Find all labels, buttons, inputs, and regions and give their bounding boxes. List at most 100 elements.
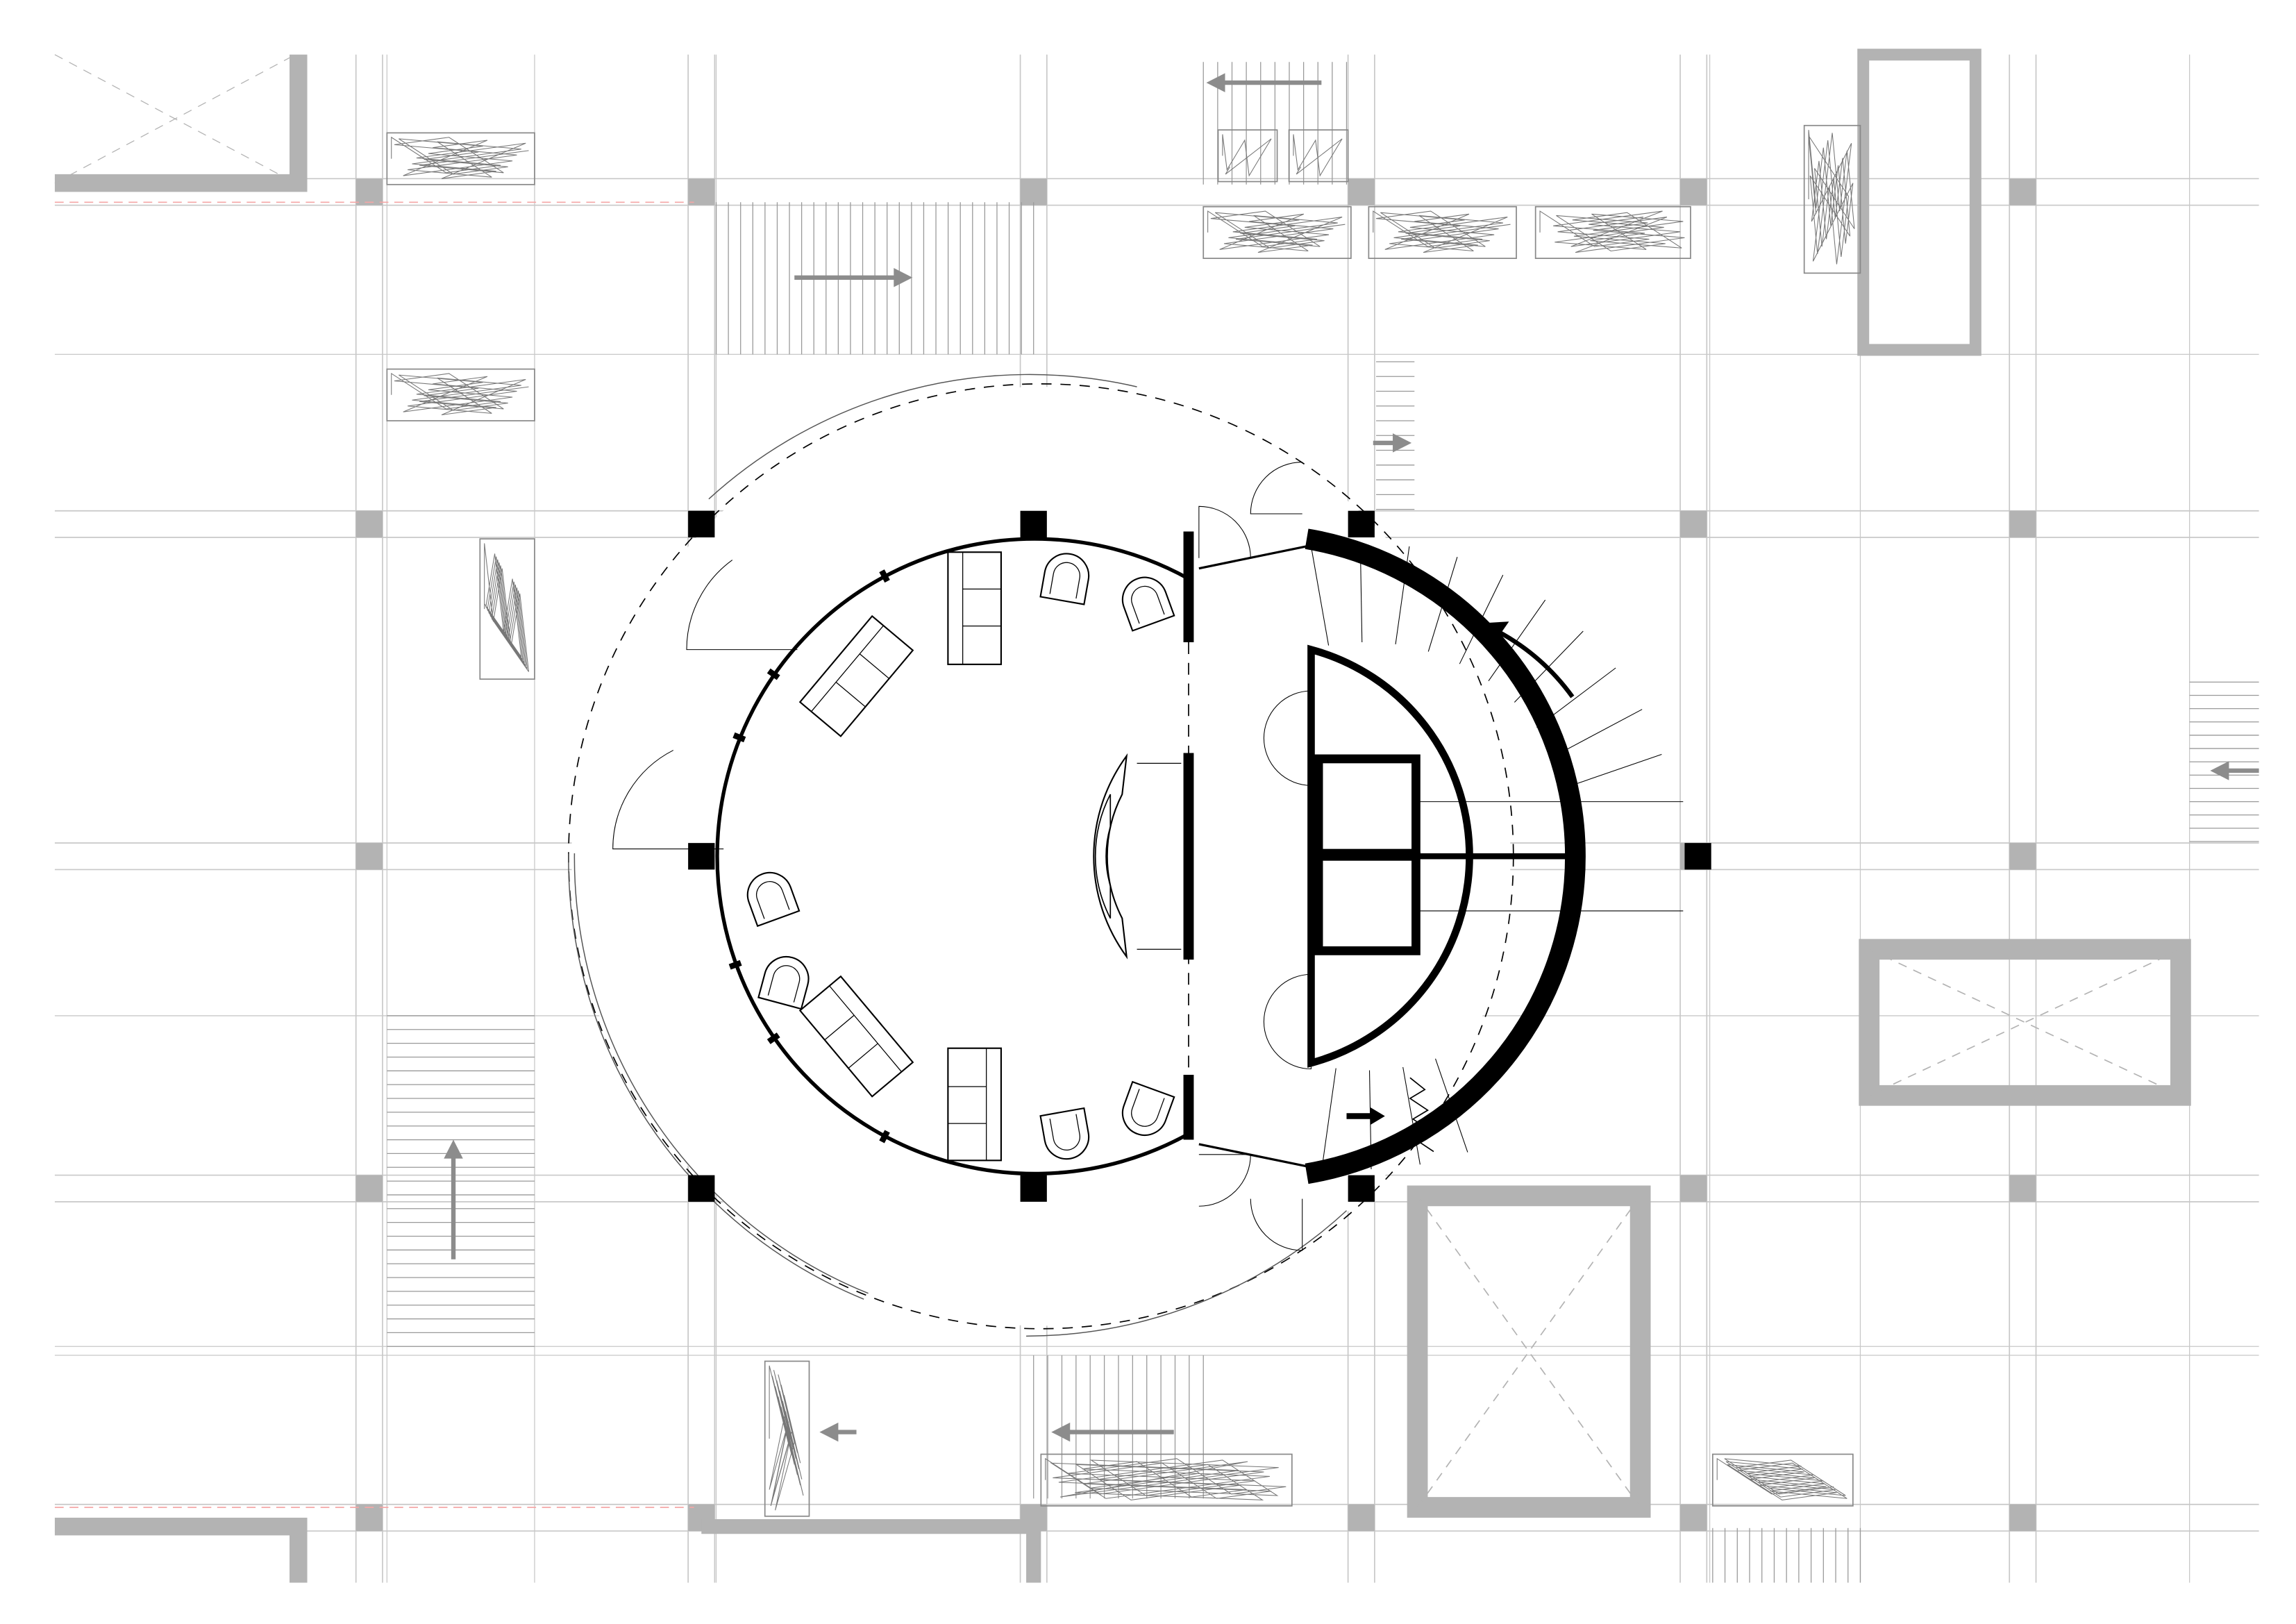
- glazing-arc: [573, 853, 869, 1294]
- arrow-icon: [1206, 73, 1225, 92]
- armchair: [1121, 1080, 1175, 1136]
- column: [688, 1175, 715, 1202]
- planter-icon: [391, 136, 529, 179]
- column: [355, 1504, 383, 1532]
- armchair: [1121, 576, 1175, 632]
- planter-icon: [764, 1360, 810, 1517]
- door-swing-icon: [1250, 462, 1302, 514]
- shaft-void-cross: [1416, 1195, 1641, 1508]
- armchair-seat: [1131, 585, 1165, 624]
- arrow-icon: [444, 1139, 463, 1159]
- void-cross: [54, 54, 296, 184]
- sofa: [798, 614, 914, 737]
- column: [355, 510, 383, 537]
- planter-icon: [769, 1365, 804, 1511]
- glass-door: [1198, 1143, 1307, 1168]
- mullion: [766, 1032, 780, 1044]
- wall-frame: [54, 54, 308, 192]
- arrow-icon: [1497, 630, 1575, 698]
- stair-tread: [1459, 574, 1504, 664]
- glass-door: [1198, 545, 1307, 570]
- column: [1348, 178, 1375, 206]
- sofa: [947, 551, 1002, 665]
- armchair: [1039, 553, 1090, 605]
- sofa-cushion: [835, 681, 866, 708]
- sofa-cushion: [824, 1014, 855, 1041]
- column: [1020, 1175, 1047, 1202]
- column: [355, 843, 383, 870]
- planter-icon: [1203, 206, 1352, 259]
- sofa: [798, 975, 914, 1098]
- column: [1020, 178, 1047, 206]
- wall-frame: [701, 1519, 1041, 1583]
- armchair: [1039, 1107, 1090, 1160]
- armchair-seat: [755, 881, 790, 919]
- stair-tread: [1435, 1058, 1468, 1153]
- glazing-arc: [568, 853, 864, 1300]
- rotunda: [568, 374, 1711, 1337]
- sofa: [947, 1047, 1002, 1162]
- stair-tread: [1311, 548, 1330, 646]
- column: [1684, 843, 1711, 870]
- sofa-cushion: [859, 653, 890, 679]
- curved-sofa: [1093, 753, 1128, 960]
- mullion: [732, 732, 746, 743]
- stair-tread: [1568, 754, 1662, 787]
- arrow-icon: [894, 268, 913, 287]
- mullion: [728, 960, 742, 970]
- door-swing-icon: [1263, 690, 1312, 786]
- planter-icon: [386, 368, 535, 421]
- wall-frame: [54, 1517, 308, 1583]
- mullion: [766, 668, 780, 680]
- arrow-icon: [1393, 433, 1412, 453]
- door-swing-icon: [1198, 1154, 1251, 1207]
- armchair: [1039, 1107, 1090, 1160]
- column: [1680, 1504, 1707, 1532]
- mullion: [879, 1130, 890, 1144]
- stair-tread: [1402, 1066, 1421, 1165]
- shaft-void-cross: [1868, 948, 2181, 1096]
- sofa: [947, 1047, 1002, 1162]
- planter-icon: [1368, 206, 1517, 259]
- planter-icon: [1803, 124, 1861, 274]
- stair-core-wall: [1307, 644, 1473, 1068]
- stair-tread: [1427, 557, 1458, 652]
- door-swing-icon: [1198, 505, 1251, 558]
- column: [2009, 1504, 2036, 1532]
- stair-tread: [1321, 1068, 1336, 1166]
- rotunda-clear-zone: [571, 387, 1511, 1326]
- arrow-icon: [1484, 621, 1509, 641]
- door-swing-icon: [686, 560, 798, 651]
- door-swing-icon: [1250, 1198, 1303, 1251]
- lift-car: [1314, 851, 1421, 955]
- planter-icon: [1716, 1457, 1847, 1500]
- armchair-seat: [1131, 1089, 1165, 1127]
- break-line: [1409, 1077, 1434, 1153]
- stair-tread: [1555, 709, 1643, 757]
- planter-icon: [1045, 1457, 1287, 1500]
- planter-icon: [1288, 129, 1349, 183]
- stair-tread: [1395, 546, 1410, 645]
- sofa: [947, 551, 1002, 665]
- door-swing-icon: [1263, 973, 1312, 1070]
- stair-tread: [1359, 543, 1363, 643]
- column: [2009, 843, 2036, 870]
- planter-icon: [1040, 1453, 1293, 1507]
- column: [1020, 510, 1047, 537]
- planter-icon: [1293, 134, 1343, 177]
- planter-icon: [1222, 134, 1272, 177]
- arrow-icon: [2210, 761, 2229, 780]
- column: [1680, 1175, 1707, 1202]
- column: [688, 843, 715, 870]
- sofa: [798, 975, 914, 1098]
- armchair-seat: [767, 965, 801, 1003]
- column: [1348, 1175, 1375, 1202]
- arrow-icon: [1051, 1422, 1071, 1442]
- planter-icon: [1534, 206, 1691, 259]
- armchair-seat: [1049, 1114, 1080, 1150]
- unit-wall: [1857, 49, 1981, 356]
- column: [1348, 510, 1375, 537]
- column: [355, 1175, 383, 1202]
- planter-icon: [1539, 210, 1685, 253]
- arrow-icon: [1370, 1107, 1385, 1125]
